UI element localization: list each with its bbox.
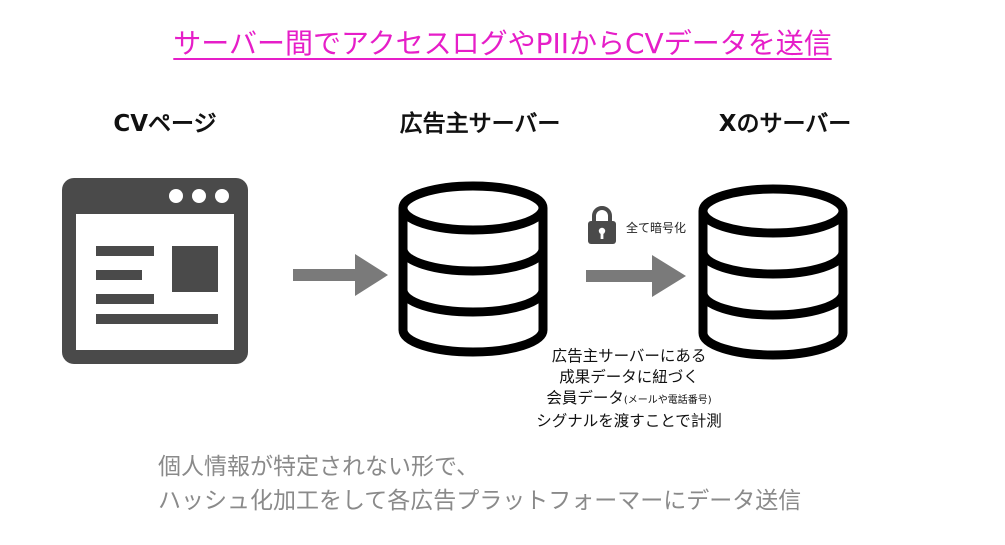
note-line-3: 会員データ(メールや電話番号): [484, 388, 774, 411]
note-line-2: 成果データに紐づく: [559, 368, 699, 386]
advertiser-database-icon: [398, 181, 548, 357]
cv-page-label: CVページ: [113, 111, 217, 137]
note-line-4: シグナルを渡すことで計測: [536, 412, 722, 430]
note-line-3-main: 会員データ: [546, 389, 624, 407]
advertiser-server-label: 広告主サーバー: [399, 111, 561, 137]
measurement-note: 広告主サーバーにある 成果データに紐づく 会員データ(メールや電話番号) シグナ…: [484, 346, 774, 432]
note-line-3-small: (メールや電話番号): [623, 395, 712, 406]
page-title: サーバー間でアクセスログやPIIからCVデータを送信: [173, 27, 832, 60]
arrow-right-icon: [586, 255, 686, 297]
bottom-line-1: 個人情報が特定されない形で、: [158, 454, 480, 480]
note-line-1: 広告主サーバーにある: [551, 347, 707, 365]
lock-icon: [588, 206, 616, 244]
encryption-label: 全て暗号化: [626, 221, 687, 235]
bottom-description: 個人情報が特定されない形で、 ハッシュ化加工をして各広告プラットフォーマーにデー…: [158, 450, 801, 518]
x-server-database-icon: [698, 184, 848, 360]
x-server-label: Xのサーバー: [718, 111, 852, 137]
browser-window-icon: [62, 178, 248, 364]
arrow-right-icon: [293, 254, 388, 296]
bottom-line-2: ハッシュ化加工をして各広告プラットフォーマーにデータ送信: [158, 488, 802, 514]
